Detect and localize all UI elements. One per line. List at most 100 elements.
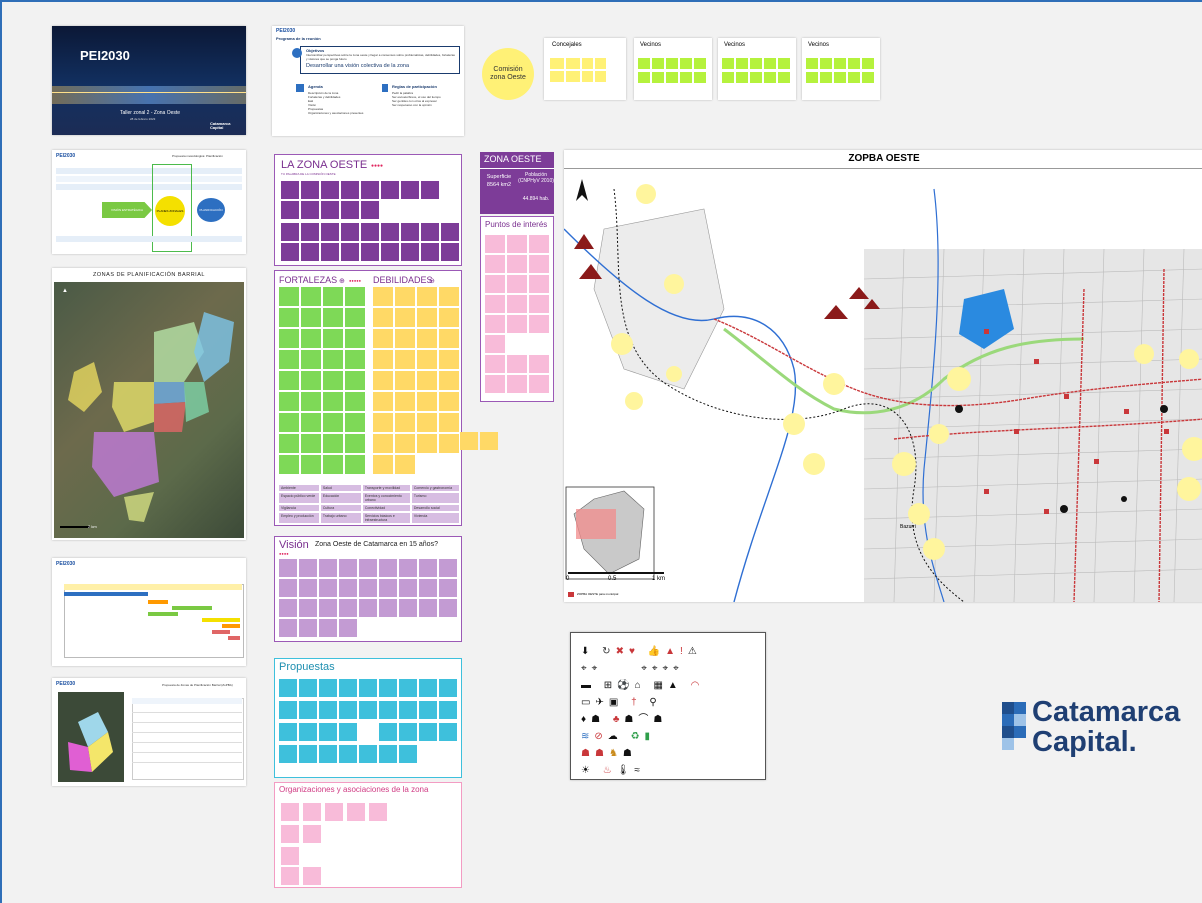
pin-icon[interactable]: ⌖ bbox=[581, 663, 592, 674]
lamp-icon[interactable]: ♦ bbox=[581, 714, 592, 725]
trash-icon[interactable]: ▮ bbox=[644, 731, 656, 742]
zona-oeste-title: LA ZONA OESTE bbox=[281, 159, 368, 171]
people-icon[interactable]: ☗ bbox=[591, 714, 606, 725]
zopba-slide[interactable]: PEI2030 Propuesta de Zonas de Planificac… bbox=[52, 678, 246, 786]
propuestas-panel[interactable]: Propuestas bbox=[274, 658, 462, 778]
debilidades-notes bbox=[373, 287, 459, 483]
zones-map-svg: ▲ bbox=[62, 288, 234, 522]
recycle-icon[interactable]: ♻ bbox=[630, 731, 645, 742]
objective-text: Intercambiar perspectivas sobre la zona … bbox=[306, 53, 455, 61]
group-vecinos-1[interactable]: Vecinos bbox=[634, 38, 712, 100]
close-icon[interactable]: ✖ bbox=[615, 646, 629, 657]
wifi-icon[interactable]: ◠ bbox=[690, 680, 705, 691]
dot-votes: ●●●● bbox=[371, 163, 384, 169]
warning-icon[interactable]: ▲! bbox=[665, 646, 688, 657]
scale-0: 0 bbox=[566, 576, 570, 582]
program-logo: PEI2030 bbox=[276, 28, 296, 34]
fortalezas-notes bbox=[279, 287, 365, 483]
soccer-icon[interactable]: ⚽ bbox=[617, 680, 635, 691]
mountain-icon[interactable]: ▲ bbox=[667, 680, 683, 691]
zones-scale: 2 km bbox=[88, 524, 97, 529]
poblacion-label: Población (CNPHyV 2010) bbox=[518, 172, 554, 184]
crowd-icon[interactable]: ☗☗ bbox=[581, 748, 609, 759]
pin-6-icon[interactable]: ⌖ bbox=[673, 663, 684, 674]
program-slide[interactable]: PEI2030 Programa de la reunión Objetivos… bbox=[272, 26, 464, 136]
refresh-icon[interactable]: ↻ bbox=[602, 646, 616, 657]
matrix-slide[interactable]: PEI2030 bbox=[52, 558, 246, 666]
svg-text:▲: ▲ bbox=[62, 288, 68, 294]
dog-icon[interactable]: ♞ bbox=[608, 748, 623, 759]
zopba-slide-title: Propuesta de Zonas de Planificación Barr… bbox=[162, 683, 233, 687]
cover-slide[interactable]: PEI2030 Taller zonal 2 - Zona Oeste 28 d… bbox=[52, 26, 246, 135]
hospital-icon[interactable]: ⊞ bbox=[603, 680, 618, 691]
school-icon[interactable]: ⌂ bbox=[634, 680, 646, 691]
puntos-title: Puntos de interés bbox=[485, 220, 548, 229]
vision-title: Visión bbox=[279, 539, 309, 551]
car-icon[interactable]: ▭ bbox=[581, 697, 596, 708]
church-icon[interactable]: † bbox=[631, 697, 642, 708]
water-icon[interactable]: ≋ bbox=[581, 731, 595, 742]
vision-question: Zona Oeste de Catamarca en 15 años? bbox=[315, 541, 438, 548]
group-vecinos-2[interactable]: Vecinos bbox=[718, 38, 796, 100]
add-icon[interactable]: ⊕ bbox=[339, 278, 345, 285]
method-logo: PEI2030 bbox=[56, 153, 76, 159]
plane-icon[interactable]: ✈ bbox=[595, 697, 609, 708]
person-icon[interactable]: ☗ bbox=[624, 714, 639, 725]
pin-2-icon[interactable]: ⌖ bbox=[591, 663, 603, 674]
zona-oeste-info[interactable]: ZONA OESTE Superficie 8564 km2 Población… bbox=[480, 152, 554, 214]
puntos-notes bbox=[485, 235, 553, 399]
pin-3-icon[interactable]: ⌖ bbox=[641, 663, 652, 674]
zones-title: ZONAS DE PLANIFICACIÓN BARRIAL bbox=[93, 272, 205, 278]
zona-oeste-panel[interactable]: LA ZONA OESTE ●●●● TU PALABRA DE LA COMI… bbox=[274, 154, 462, 266]
vision-panel[interactable]: Visión Zona Oeste de Catamarca en 15 año… bbox=[274, 536, 462, 642]
no-icon[interactable]: ⊘ bbox=[594, 731, 608, 742]
icon-palette[interactable]: ⬇ ↻✖♥ 👍▲!⚠ ⌖⌖ ⌖⌖⌖⌖ ▬ ⊞⚽⌂ ▦▲ ◠ ▭✈▣ † ⚲ ♦☗… bbox=[570, 632, 766, 780]
arrow-down-icon[interactable]: ⬇ bbox=[581, 646, 595, 657]
group-vecinos-3[interactable]: Vecinos bbox=[802, 38, 880, 100]
bed-icon[interactable]: ▬ bbox=[581, 680, 596, 691]
pin-5-icon[interactable]: ⌖ bbox=[662, 663, 674, 674]
cover-subtitle: Taller zonal 2 - Zona Oeste bbox=[120, 110, 181, 116]
thermometer-icon[interactable]: 🌡 bbox=[616, 765, 635, 776]
pin-4-icon[interactable]: ⌖ bbox=[651, 663, 663, 674]
fire-icon[interactable]: ♨ bbox=[602, 765, 617, 776]
building-icon[interactable]: ▦ bbox=[653, 680, 668, 691]
zona-oeste-subtitle: TU PALABRA DE LA COMISIÓN OESTE bbox=[281, 172, 336, 176]
walk-icon[interactable]: ☗ bbox=[653, 714, 668, 725]
minus-icon[interactable]: ⊖ bbox=[429, 278, 435, 285]
sun-icon[interactable]: ☀ bbox=[581, 765, 595, 776]
bus-icon[interactable]: ▣ bbox=[608, 697, 624, 708]
caution-icon[interactable]: ⚠ bbox=[687, 646, 702, 657]
group-label: Concejales bbox=[552, 42, 582, 48]
zones-slide[interactable]: ZONAS DE PLANIFICACIÓN BARRIAL ▲ 2 km bbox=[52, 268, 246, 540]
bridge-icon[interactable]: ⌒ bbox=[638, 714, 654, 725]
bicycle-icon[interactable]: ⚲ bbox=[649, 697, 662, 708]
superficie-value: 8564 km2 bbox=[486, 182, 512, 188]
heart-icon[interactable]: ♥ bbox=[628, 646, 640, 657]
wind-icon[interactable]: ≈ bbox=[634, 765, 645, 776]
method-left-arrow: VISIÓN ESTRATÉGICA bbox=[102, 202, 152, 218]
brand-line1: Catamarca bbox=[1032, 696, 1181, 728]
comision-circle[interactable]: Comisión zona Oeste bbox=[482, 48, 534, 100]
organizaciones-notes bbox=[281, 803, 461, 887]
vision-notes bbox=[279, 559, 459, 641]
puntos-interes-panel[interactable]: Puntos de interés bbox=[480, 216, 554, 402]
zopba-logo: PEI2030 bbox=[56, 681, 76, 687]
group-label: Vecinos bbox=[640, 42, 662, 48]
info-title: ZONA OESTE bbox=[484, 154, 542, 164]
dot-votes: ●●●●● bbox=[349, 278, 362, 283]
objective-title: Objetivos bbox=[306, 48, 325, 53]
method-slide[interactable]: PEI2030 Propuesta metodológica: Planific… bbox=[52, 150, 246, 254]
map-svg bbox=[564, 169, 1202, 602]
family-icon[interactable]: ☗ bbox=[622, 748, 637, 759]
thumbs-up-icon[interactable]: 👍 bbox=[647, 646, 666, 657]
zopba-map[interactable]: ZOPBA OESTE bbox=[564, 150, 1202, 602]
cloud-icon[interactable]: ☁ bbox=[607, 731, 623, 742]
organizaciones-panel[interactable]: Organizaciones y asociaciones de la zona bbox=[274, 782, 462, 888]
tree-icon[interactable]: ♣ bbox=[612, 714, 625, 725]
matrix-logo: PEI2030 bbox=[56, 561, 76, 567]
method-title: Propuesta metodológica: Planificación bbox=[172, 154, 223, 158]
group-concejales[interactable]: Concejales bbox=[544, 38, 626, 100]
fortalezas-debilidades-panel[interactable]: FORTALEZAS ⊕ ●●●●● DEBILIDADES ⊖ bbox=[274, 270, 462, 526]
